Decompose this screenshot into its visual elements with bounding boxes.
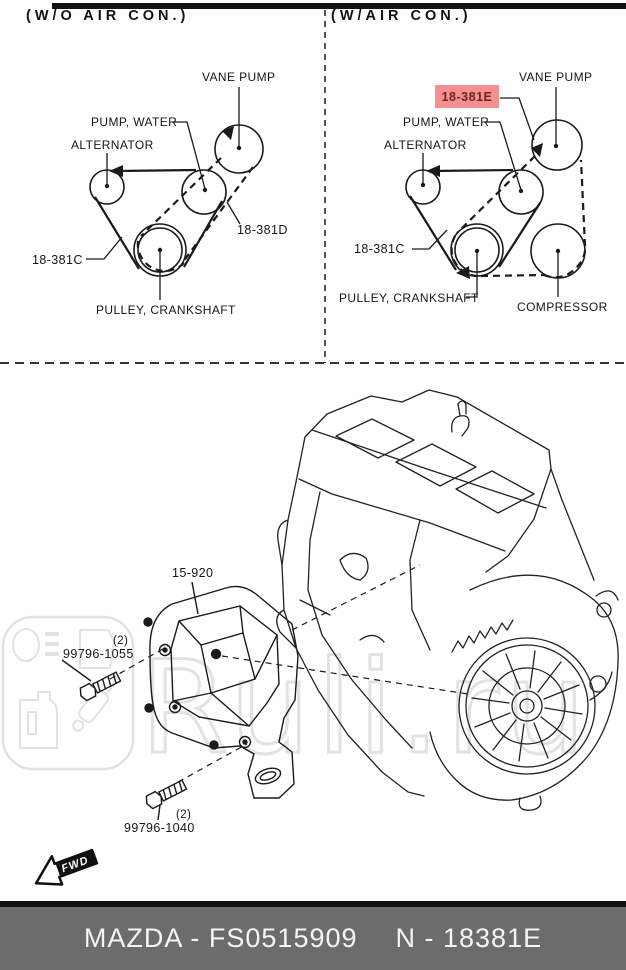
belt-18-381C-left — [94, 168, 223, 270]
belt-18-381D-left — [136, 157, 254, 273]
part-label-18-381C-left[interactable]: 18-381C — [32, 253, 83, 267]
panel-title-without-ac: (W/O AIR CON.) — [26, 8, 190, 24]
vane-pump-pulley-right — [531, 119, 583, 171]
label-pulley-crankshaft-left: PULLEY, CRANKSHAFT — [96, 303, 236, 317]
bolt-label-leader — [61, 659, 92, 682]
label-pulley-crankshaft-right: PULLEY, CRANKSHAFT — [339, 291, 479, 305]
belt-18-381E — [450, 155, 587, 279]
footer-part-code: N - 18381E — [395, 923, 543, 953]
bracket-outline — [149, 585, 299, 799]
part-label-99796-1055[interactable]: 99796-1055 — [63, 647, 134, 661]
light-rays-icon — [45, 632, 59, 656]
assembly-dashed-lines — [109, 564, 469, 783]
headlight-icon — [12, 628, 40, 662]
highlighted-part-18-381E[interactable]: 18-381E — [435, 85, 499, 108]
bolt-label-leader — [157, 804, 161, 821]
part-label-18-381C-right[interactable]: 18-381C — [354, 242, 405, 256]
valve-cover-outline — [295, 389, 552, 573]
label-alternator-left: ALTERNATOR — [71, 138, 154, 152]
clutch-pressure-plate — [458, 637, 596, 775]
leader-lines-left — [86, 87, 241, 300]
belt-direction-arrow — [109, 165, 123, 177]
intake-port — [455, 470, 535, 514]
center-dots-left — [104, 145, 242, 253]
footer-bar: MAZDA - FS0515909 N - 18381E — [0, 907, 626, 970]
water-pump-pulley-left — [181, 169, 227, 215]
qty-bolt-top: (2) — [113, 635, 129, 647]
car-door-icon — [79, 629, 116, 669]
part-label-18-381D[interactable]: 18-381D — [237, 223, 288, 237]
label-vane-pump-left: VANE PUMP — [202, 70, 276, 84]
footer-divider-line — [0, 901, 626, 907]
footer-catalog-code: MAZDA - FS0515909 — [83, 923, 358, 953]
engine-block-outline — [281, 481, 425, 797]
panel-title-with-ac: (W/AIR CON.) — [331, 8, 472, 24]
qty-bolt-bottom: (2) — [176, 809, 192, 821]
belt-direction-arrow — [426, 165, 440, 177]
label-pump-water-right: PUMP, WATER — [403, 115, 490, 129]
label-vane-pump-right: VANE PUMP — [519, 70, 593, 84]
ring-gear-teeth — [451, 619, 514, 653]
belt-direction-arrow — [456, 266, 470, 279]
engine-illustration — [276, 389, 619, 811]
fwd-arrow: FWD — [34, 848, 99, 886]
bracket-illustration — [61, 564, 469, 821]
belt-diagram-left — [86, 87, 264, 300]
lifting-hook — [451, 400, 470, 437]
bracket-bolt-holes — [143, 617, 252, 750]
top-divider-line — [52, 3, 626, 9]
clutch-housing — [469, 574, 619, 663]
belt-direction-arrow — [531, 143, 543, 157]
belt-diagram-right — [405, 87, 587, 298]
part-label-99796-1040[interactable]: 99796-1040 — [124, 821, 195, 835]
bolt-99796-1040 — [145, 779, 188, 810]
leader-lines-right — [412, 87, 559, 298]
label-alternator-right: ALTERNATOR — [384, 138, 467, 152]
intake-port — [395, 443, 477, 487]
part-label-15-920[interactable]: 15-920 — [172, 566, 214, 580]
panel-borders — [0, 10, 626, 364]
label-pump-water-left: PUMP, WATER — [91, 115, 178, 129]
watermark-text: Ruli.ru — [140, 634, 592, 783]
label-compressor: COMPRESSOR — [517, 300, 608, 314]
watermark-logo-box — [1, 615, 135, 771]
center-dots-right — [420, 143, 561, 254]
oil-canister-icon — [19, 691, 58, 749]
bolt-99796-1055 — [79, 671, 122, 702]
clutch-spokes — [471, 650, 583, 762]
bracket-leader-line — [191, 581, 199, 615]
belt-direction-arrow — [222, 126, 234, 140]
belt-18-381C-right — [409, 168, 541, 271]
bracket-foot-slot — [254, 767, 282, 785]
intake-port — [335, 418, 415, 459]
